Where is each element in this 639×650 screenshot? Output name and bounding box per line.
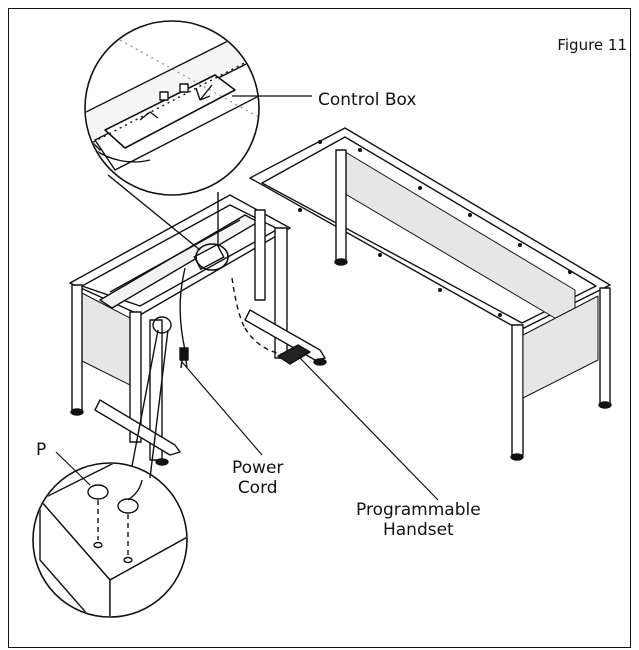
leader-lines xyxy=(55,95,439,501)
part-p-detail xyxy=(32,329,188,618)
figure-number: Figure 11 xyxy=(557,36,627,54)
power-cord-label: Power Cord xyxy=(232,458,283,498)
handset-label: Programmable Handset xyxy=(356,500,481,540)
desk-return-frame xyxy=(249,127,612,461)
power-cord-label-line2: Cord xyxy=(237,478,278,498)
figure-frame xyxy=(8,8,631,648)
handset-label-line2: Handset xyxy=(382,520,454,540)
part-p-label: P xyxy=(36,440,47,460)
power-cord-label-line1: Power xyxy=(232,458,284,478)
control-box-label: Control Box xyxy=(318,90,417,110)
control-box-detail xyxy=(84,20,260,251)
desk-main-frame xyxy=(69,194,327,466)
power-cord xyxy=(179,267,189,369)
handset-assembly xyxy=(231,277,311,365)
handset-label-line1: Programmable xyxy=(356,500,481,520)
